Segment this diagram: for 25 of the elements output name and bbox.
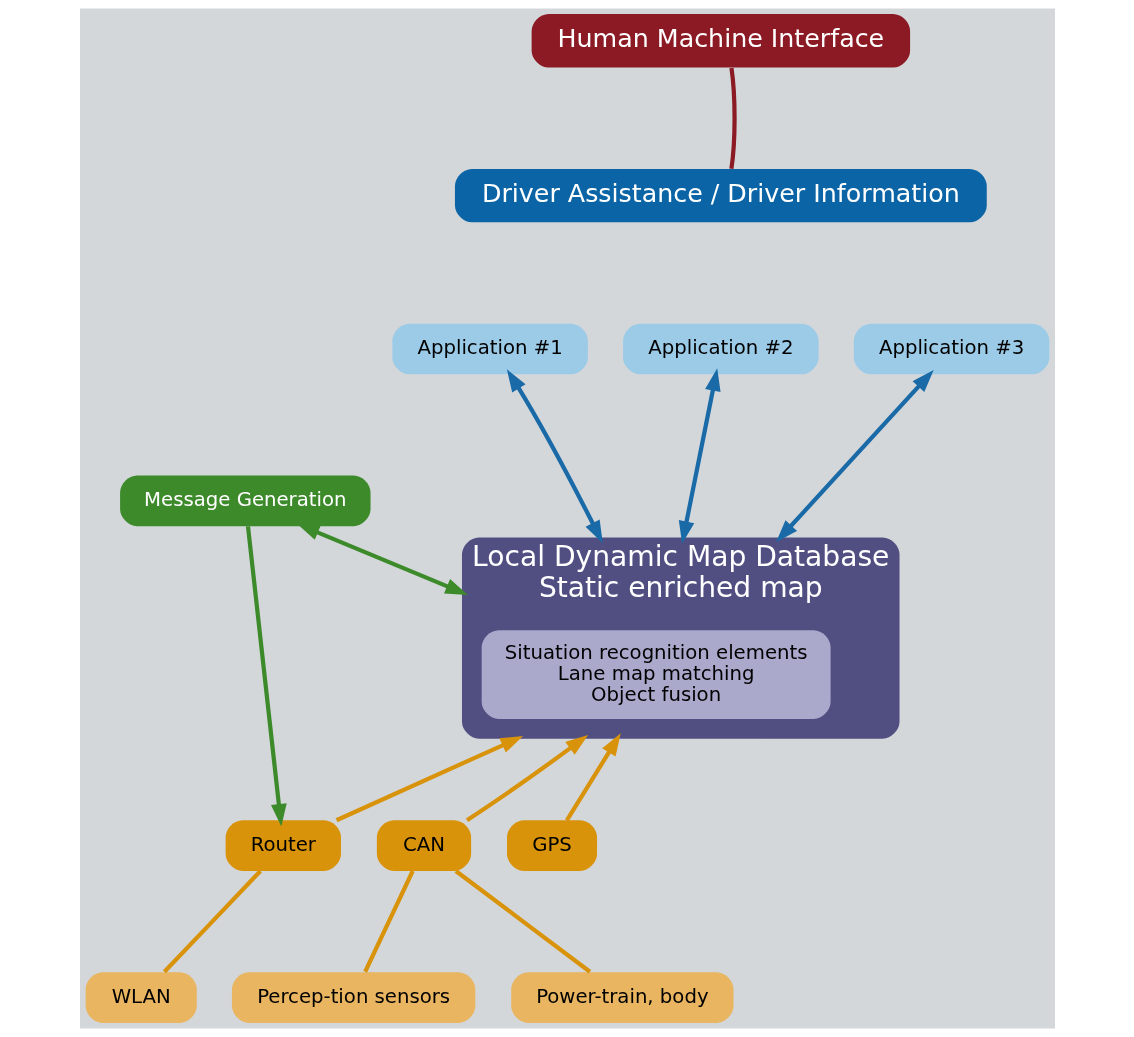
node-box: Driver Assistance / Driver Information xyxy=(454,168,987,223)
node-box: Application #2 xyxy=(622,323,819,375)
arrow xyxy=(506,369,603,544)
node-box: Percep-tion sensors xyxy=(231,972,475,1023)
arrow xyxy=(296,523,468,595)
connector xyxy=(362,870,415,973)
node-box: WLAN xyxy=(85,972,197,1023)
node-box: CAN xyxy=(376,820,471,871)
node-box: Message Generation xyxy=(119,475,371,527)
node-box: Router xyxy=(225,820,341,871)
arrow xyxy=(775,369,934,543)
node-box: Application #3 xyxy=(853,323,1049,375)
node-box: Application #1 xyxy=(391,323,588,375)
arrow xyxy=(335,736,523,823)
node-box: Situation recognition elements Lane map matching Object fusion xyxy=(481,630,831,719)
connector xyxy=(454,869,591,974)
node-box: Power-train, body xyxy=(510,972,733,1023)
connector xyxy=(728,67,737,170)
connector xyxy=(162,869,262,974)
arrow xyxy=(465,734,588,823)
node-box: GPS xyxy=(506,820,597,871)
arrow xyxy=(564,733,621,822)
arrow xyxy=(678,368,721,544)
node-box: Human Machine Interface xyxy=(531,14,910,68)
arrow xyxy=(245,526,287,827)
